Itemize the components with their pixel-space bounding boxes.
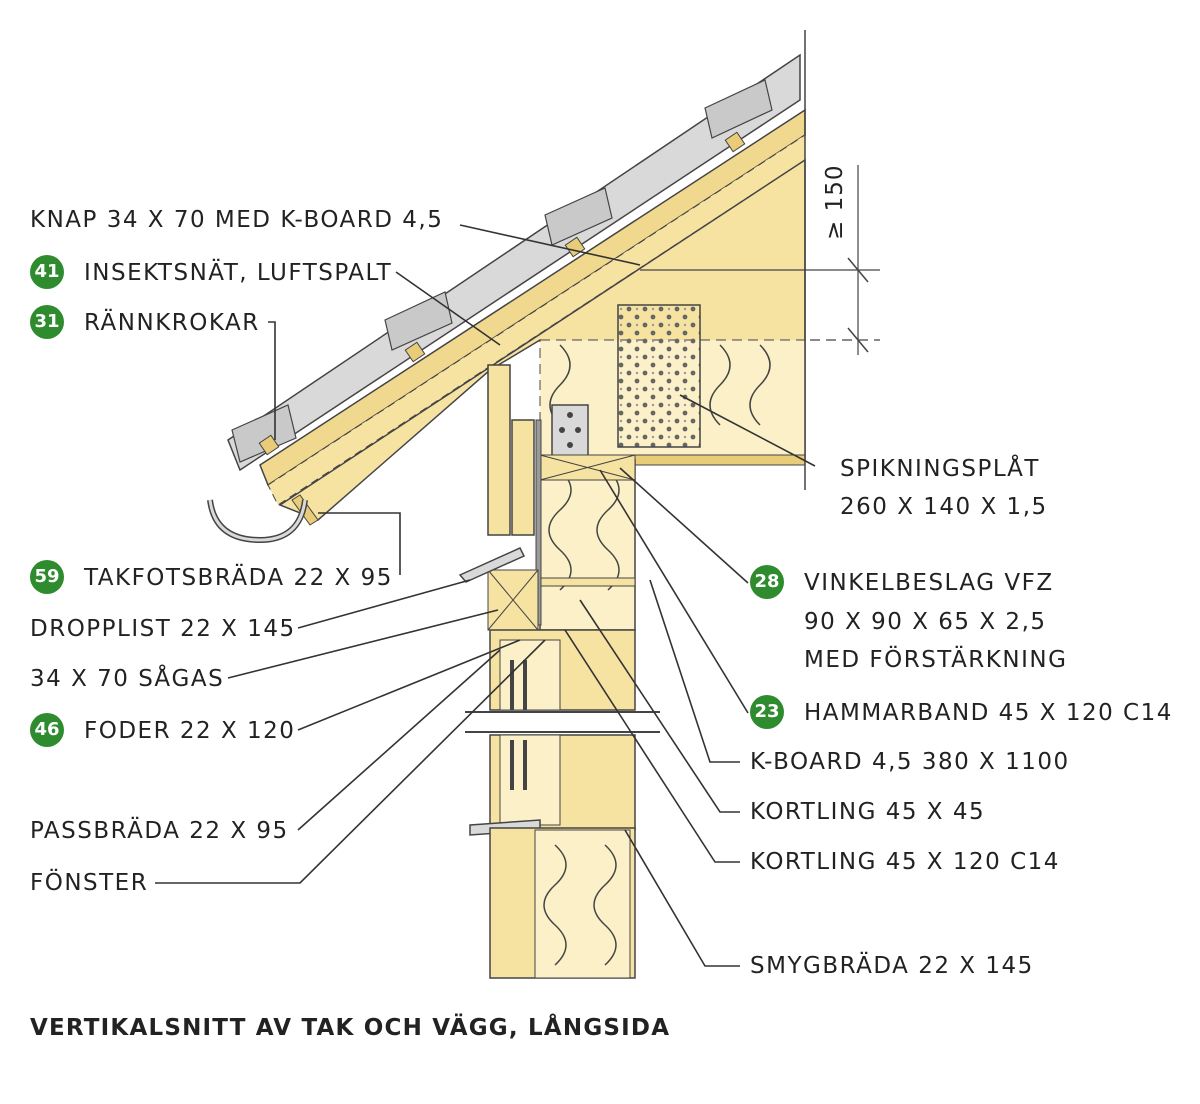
label-knap: KNAP 34 X 70 MED K-BOARD 4,5 [30, 207, 444, 233]
label-kortling45: KORTLING 45 X 45 [750, 799, 986, 825]
roof-boarding [258, 108, 806, 506]
badge-31: 31 [30, 305, 64, 339]
lower-wall [469, 734, 636, 979]
nail-plate [617, 304, 701, 448]
label-vinkelbeslag-2: 90 X 90 X 65 X 2,5 [804, 609, 1047, 635]
angle-bracket [551, 404, 589, 458]
leader-lines [155, 224, 816, 967]
badge-59: 59 [30, 560, 64, 594]
badge-41: 41 [30, 255, 64, 289]
badge-46: 46 [30, 713, 64, 747]
badge-28: 28 [750, 565, 784, 599]
label-spikningsplat-1: SPIKNINGSPLÅT [840, 456, 1040, 482]
label-smygbrada: SMYGBRÄDA 22 X 145 [750, 953, 1034, 979]
label-rannkrokar: RÄNNKROKAR [84, 310, 260, 336]
label-foder: FODER 22 X 120 [84, 718, 296, 744]
label-passbrada: PASSBRÄDA 22 X 95 [30, 818, 289, 844]
label-fonster: FÖNSTER [30, 870, 149, 896]
label-kboard: K-BOARD 4,5 380 X 1100 [750, 749, 1070, 775]
label-hammarband: HAMMARBAND 45 X 120 C14 [804, 700, 1173, 726]
label-dropplist: DROPPLIST 22 X 145 [30, 616, 296, 642]
figure-caption: VERTIKALSNITT AV TAK OCH VÄGG, LÅNGSIDA [30, 1015, 671, 1041]
label-kortling120: KORTLING 45 X 120 C14 [750, 849, 1060, 875]
label-takfotsbrada: TAKFOTSBRÄDA 22 X 95 [84, 565, 393, 591]
badge-23: 23 [750, 695, 784, 729]
label-spikningsplat-2: 260 X 140 X 1,5 [840, 494, 1048, 520]
roof-tiles [227, 53, 801, 472]
dimension-label: ≥ 150 [822, 164, 848, 240]
label-vinkelbeslag-3: MED FÖRSTÄRKNING [804, 647, 1068, 673]
label-insektsnat: INSEKTSNÄT, LUFTSPALT [84, 260, 393, 286]
label-vinkelbeslag-1: VINKELBESLAG VFZ [804, 570, 1054, 596]
label-sagas: 34 X 70 SÅGAS [30, 666, 225, 692]
